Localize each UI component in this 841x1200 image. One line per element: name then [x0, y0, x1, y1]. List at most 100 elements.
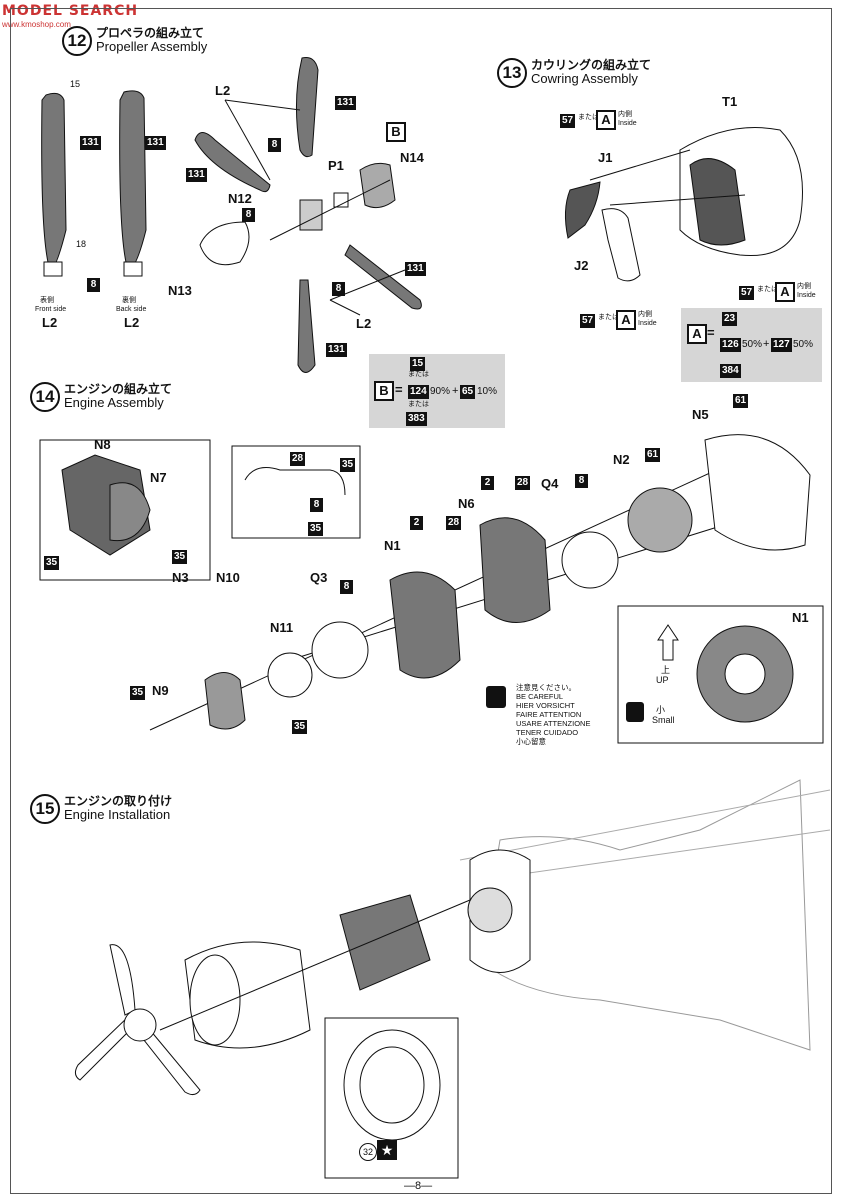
part-15: 15	[70, 79, 81, 89]
front-side-jp: 表側	[40, 297, 54, 304]
cowl-or-b: または or	[598, 314, 628, 321]
small-jp: 小	[656, 705, 666, 715]
cowl-inside-jp-a: 内側	[618, 111, 632, 118]
formula-B-65: 65	[460, 385, 476, 399]
color-2-a: 2	[410, 516, 423, 530]
formula-A-126: 126	[720, 338, 741, 352]
color-8-d: 8	[332, 282, 345, 296]
formula-A-50a: 50%	[742, 339, 763, 350]
cowl-or-a: または or	[578, 114, 608, 121]
color-131-e: 131	[405, 262, 426, 276]
label-L2-front: L2	[42, 315, 58, 330]
cowl-A-a: A	[596, 110, 616, 130]
label-N3: N3	[172, 570, 189, 585]
color-8-b: 8	[268, 138, 281, 152]
label-J1: J1	[598, 150, 613, 165]
label-N6: N6	[458, 496, 475, 511]
color-35-f: 35	[292, 720, 308, 734]
formula-B-eq: =	[395, 382, 403, 397]
label-J2: J2	[574, 258, 589, 273]
formula-A-eq: =	[707, 325, 715, 340]
formula-A-384: 384	[720, 364, 741, 378]
color-61-b: 61	[733, 394, 749, 408]
small-caution-icon	[626, 702, 644, 722]
formula-B-383: 383	[406, 412, 427, 426]
cowl-inside-en-a: Inside	[618, 120, 637, 127]
label-T1: T1	[722, 94, 738, 109]
color-131-a: 131	[80, 136, 101, 150]
color-28-a: 28	[290, 452, 306, 466]
label-N10: N10	[216, 570, 240, 585]
up-jp: 上	[661, 665, 671, 675]
color-8-a: 8	[87, 278, 100, 292]
step-14-title-jp: エンジンの組み立て	[64, 382, 173, 396]
step-14-title-en: Engine Assembly	[64, 395, 164, 410]
label-P1: P1	[328, 158, 344, 173]
color-8-c: 8	[242, 208, 255, 222]
cowl-inside-en-b: Inside	[638, 320, 657, 327]
star-icon: ★	[377, 1140, 397, 1160]
color-35-e: 35	[130, 686, 146, 700]
step-13-title-en: Cowring Assembly	[531, 71, 638, 86]
color-131-d: 131	[186, 168, 207, 182]
step-15-badge: 15	[30, 794, 60, 824]
caution-icon	[486, 686, 506, 708]
up-en: UP	[656, 675, 669, 685]
step-12-title-en: Propeller Assembly	[96, 39, 208, 54]
color-28-b: 28	[446, 516, 462, 530]
color-131-f: 131	[326, 343, 347, 357]
label-Q4: Q4	[541, 476, 559, 491]
step-12-badge: 12	[62, 26, 92, 56]
back-side-jp: 裏側	[122, 297, 136, 304]
watermark: MODEL SEARCH	[2, 3, 139, 19]
step-13-title-jp: カウリングの組み立て	[531, 58, 652, 72]
color-28-c: 28	[515, 476, 531, 490]
label-N9: N9	[152, 683, 169, 698]
formula-A-letter: A	[687, 324, 707, 344]
small-en: Small	[652, 715, 675, 725]
decal-18: 18	[76, 239, 87, 249]
color-57-a: 57	[560, 114, 576, 128]
page-frame	[10, 8, 832, 1194]
step-14-badge: 14	[30, 382, 60, 412]
color-131-b: 131	[145, 136, 166, 150]
label-N2: N2	[613, 452, 630, 467]
step-15-title-en: Engine Installation	[64, 807, 171, 822]
color-B-marker: B	[386, 122, 406, 142]
color-8-g: 8	[575, 474, 588, 488]
label-N7: N7	[150, 470, 167, 485]
color-57-b: 57	[580, 314, 596, 328]
page-number: —8—	[404, 1180, 433, 1192]
watermark-url: www.kmoshop.com	[2, 20, 71, 29]
step-13-badge: 13	[497, 58, 527, 88]
color-8-f: 8	[340, 580, 353, 594]
label-L2-bottom: L2	[356, 316, 372, 331]
formula-B-plus: +	[452, 385, 459, 397]
formula-A-plus: +	[763, 338, 770, 350]
cowl-inside-jp-b: 内側	[638, 311, 652, 318]
color-2-b: 2	[481, 476, 494, 490]
label-N14: N14	[400, 150, 424, 165]
label-Q3: Q3	[310, 570, 328, 585]
color-35-c: 35	[340, 458, 356, 472]
formula-A-127: 127	[771, 338, 792, 352]
formula-B-or-2: または	[408, 401, 429, 408]
cowl-inside-jp-c: 内側	[797, 283, 811, 290]
label-L2-top: L2	[215, 83, 231, 98]
cowl-A-b: A	[616, 310, 636, 330]
color-A-formula-box	[681, 308, 822, 382]
formula-B-15: 15	[410, 357, 426, 371]
color-61-a: 61	[645, 448, 661, 462]
formula-A-23: 23	[722, 312, 738, 326]
formula-B-90: 90%	[430, 386, 451, 397]
color-35-b: 35	[172, 550, 188, 564]
formula-B-or-1: または	[408, 371, 429, 378]
step-12-title-jp: プロペラの組み立て	[96, 26, 205, 40]
formula-B-10: 10%	[477, 386, 498, 397]
color-8-e: 8	[310, 498, 323, 512]
color-57-c: 57	[739, 286, 755, 300]
color-35-d: 35	[308, 522, 324, 536]
label-N5: N5	[692, 407, 709, 422]
